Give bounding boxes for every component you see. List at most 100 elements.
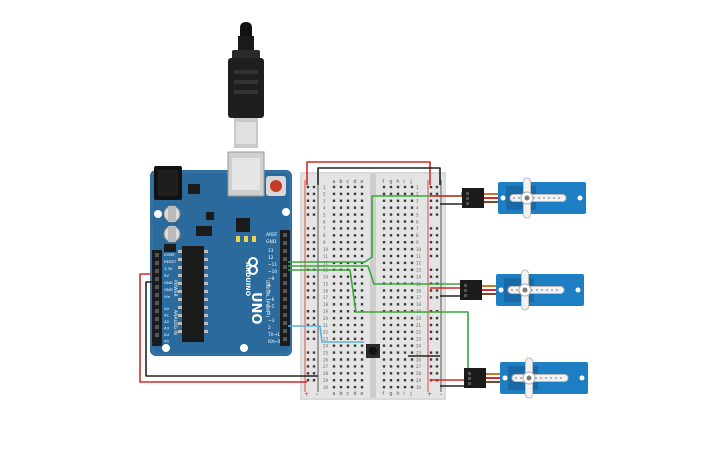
breadboard-hole[interactable]	[410, 247, 414, 251]
rail-hole[interactable]	[435, 206, 439, 209]
breadboard-hole[interactable]	[410, 185, 414, 189]
breadboard-hole[interactable]	[389, 372, 393, 375]
breadboard-hole[interactable]	[396, 234, 400, 237]
breadboard-hole[interactable]	[410, 344, 414, 347]
breadboard-hole[interactable]	[389, 337, 393, 340]
breadboard-hole[interactable]	[339, 247, 343, 251]
breadboard-hole[interactable]	[403, 365, 407, 368]
breadboard-hole[interactable]	[410, 206, 414, 209]
breadboard-hole[interactable]	[360, 289, 364, 292]
rail-hole[interactable]	[429, 247, 433, 251]
breadboard-hole[interactable]	[332, 289, 336, 292]
breadboard-hole[interactable]	[346, 365, 350, 368]
breadboard-hole[interactable]	[332, 372, 336, 375]
breadboard-hole[interactable]	[389, 351, 393, 354]
breadboard-hole[interactable]	[346, 289, 350, 292]
breadboard-hole[interactable]	[382, 220, 386, 223]
breadboard-hole[interactable]	[346, 254, 350, 258]
breadboard-hole[interactable]	[410, 213, 414, 216]
breadboard-hole[interactable]	[410, 351, 414, 354]
breadboard-hole[interactable]	[389, 330, 393, 334]
breadboard-hole[interactable]	[389, 227, 393, 230]
breadboard-hole[interactable]	[403, 268, 407, 271]
breadboard-hole[interactable]	[403, 344, 407, 347]
breadboard-hole[interactable]	[332, 344, 336, 347]
breadboard-hole[interactable]	[360, 268, 364, 271]
rail-hole[interactable]	[312, 337, 316, 340]
breadboard-hole[interactable]	[339, 372, 343, 375]
breadboard-hole[interactable]	[396, 337, 400, 340]
breadboard-hole[interactable]	[353, 254, 357, 258]
breadboard-hole[interactable]	[410, 323, 414, 327]
breadboard-hole[interactable]	[339, 227, 343, 230]
breadboard-hole[interactable]	[410, 296, 414, 299]
rail-hole[interactable]	[429, 296, 433, 299]
breadboard-hole[interactable]	[332, 379, 336, 382]
breadboard-hole[interactable]	[353, 379, 357, 382]
rail-hole[interactable]	[306, 206, 310, 209]
rail-hole[interactable]	[312, 254, 316, 258]
breadboard-hole[interactable]	[353, 220, 357, 223]
rail-hole[interactable]	[312, 206, 316, 209]
rail-hole[interactable]	[435, 289, 439, 292]
breadboard-hole[interactable]	[382, 316, 386, 320]
servo-1[interactable]	[462, 177, 586, 219]
rail-hole[interactable]	[429, 241, 433, 244]
servo-connector[interactable]	[462, 188, 484, 208]
breadboard-hole[interactable]	[403, 379, 407, 382]
breadboard-hole[interactable]	[339, 358, 343, 361]
breadboard-hole[interactable]	[389, 379, 393, 382]
breadboard-hole[interactable]	[403, 358, 407, 361]
breadboard-hole[interactable]	[382, 303, 386, 306]
rail-hole[interactable]	[429, 192, 433, 196]
rail-hole[interactable]	[312, 316, 316, 320]
breadboard-hole[interactable]	[360, 241, 364, 244]
breadboard-hole[interactable]	[339, 185, 343, 189]
breadboard-hole[interactable]	[410, 241, 414, 244]
breadboard-hole[interactable]	[382, 289, 386, 292]
breadboard-hole[interactable]	[360, 303, 364, 306]
breadboard-hole[interactable]	[360, 282, 364, 285]
breadboard-hole[interactable]	[410, 192, 414, 196]
breadboard-hole[interactable]	[332, 310, 336, 313]
rail-hole[interactable]	[429, 289, 433, 292]
breadboard-hole[interactable]	[396, 241, 400, 244]
breadboard-hole[interactable]	[339, 351, 343, 354]
breadboard-hole[interactable]	[410, 379, 414, 382]
breadboard-hole[interactable]	[360, 385, 364, 389]
rail-hole[interactable]	[306, 330, 310, 334]
rail-hole[interactable]	[429, 213, 433, 216]
arduino-uno-board[interactable]: ARDUINO UNO DIGITAL (PWM~) POWER ANALOG …	[150, 151, 292, 356]
breadboard-hole[interactable]	[396, 316, 400, 320]
breadboard-hole[interactable]	[389, 261, 393, 265]
breadboard-hole[interactable]	[382, 254, 386, 258]
breadboard-hole[interactable]	[403, 289, 407, 292]
breadboard-hole[interactable]	[389, 192, 393, 196]
breadboard-hole[interactable]	[382, 185, 386, 189]
breadboard-hole[interactable]	[346, 220, 350, 223]
breadboard-hole[interactable]	[339, 199, 343, 202]
breadboard-hole[interactable]	[339, 316, 343, 320]
breadboard-hole[interactable]	[339, 289, 343, 292]
breadboard-hole[interactable]	[410, 372, 414, 375]
rail-hole[interactable]	[306, 296, 310, 299]
breadboard-hole[interactable]	[389, 241, 393, 244]
rail-hole[interactable]	[306, 365, 310, 368]
rail-hole[interactable]	[312, 199, 316, 202]
breadboard-hole[interactable]	[396, 247, 400, 251]
breadboard-hole[interactable]	[346, 372, 350, 375]
breadboard-hole[interactable]	[332, 220, 336, 223]
breadboard-hole[interactable]	[403, 261, 407, 265]
rail-hole[interactable]	[435, 227, 439, 230]
breadboard-hole[interactable]	[346, 330, 350, 334]
breadboard-hole[interactable]	[346, 199, 350, 202]
rail-hole[interactable]	[306, 372, 310, 375]
breadboard-hole[interactable]	[396, 330, 400, 334]
breadboard-hole[interactable]	[396, 379, 400, 382]
breadboard-hole[interactable]	[353, 241, 357, 244]
breadboard-hole[interactable]	[389, 289, 393, 292]
rail-hole[interactable]	[306, 254, 310, 258]
breadboard-hole[interactable]	[332, 199, 336, 202]
breadboard-hole[interactable]	[382, 385, 386, 389]
breadboard-hole[interactable]	[332, 185, 336, 189]
